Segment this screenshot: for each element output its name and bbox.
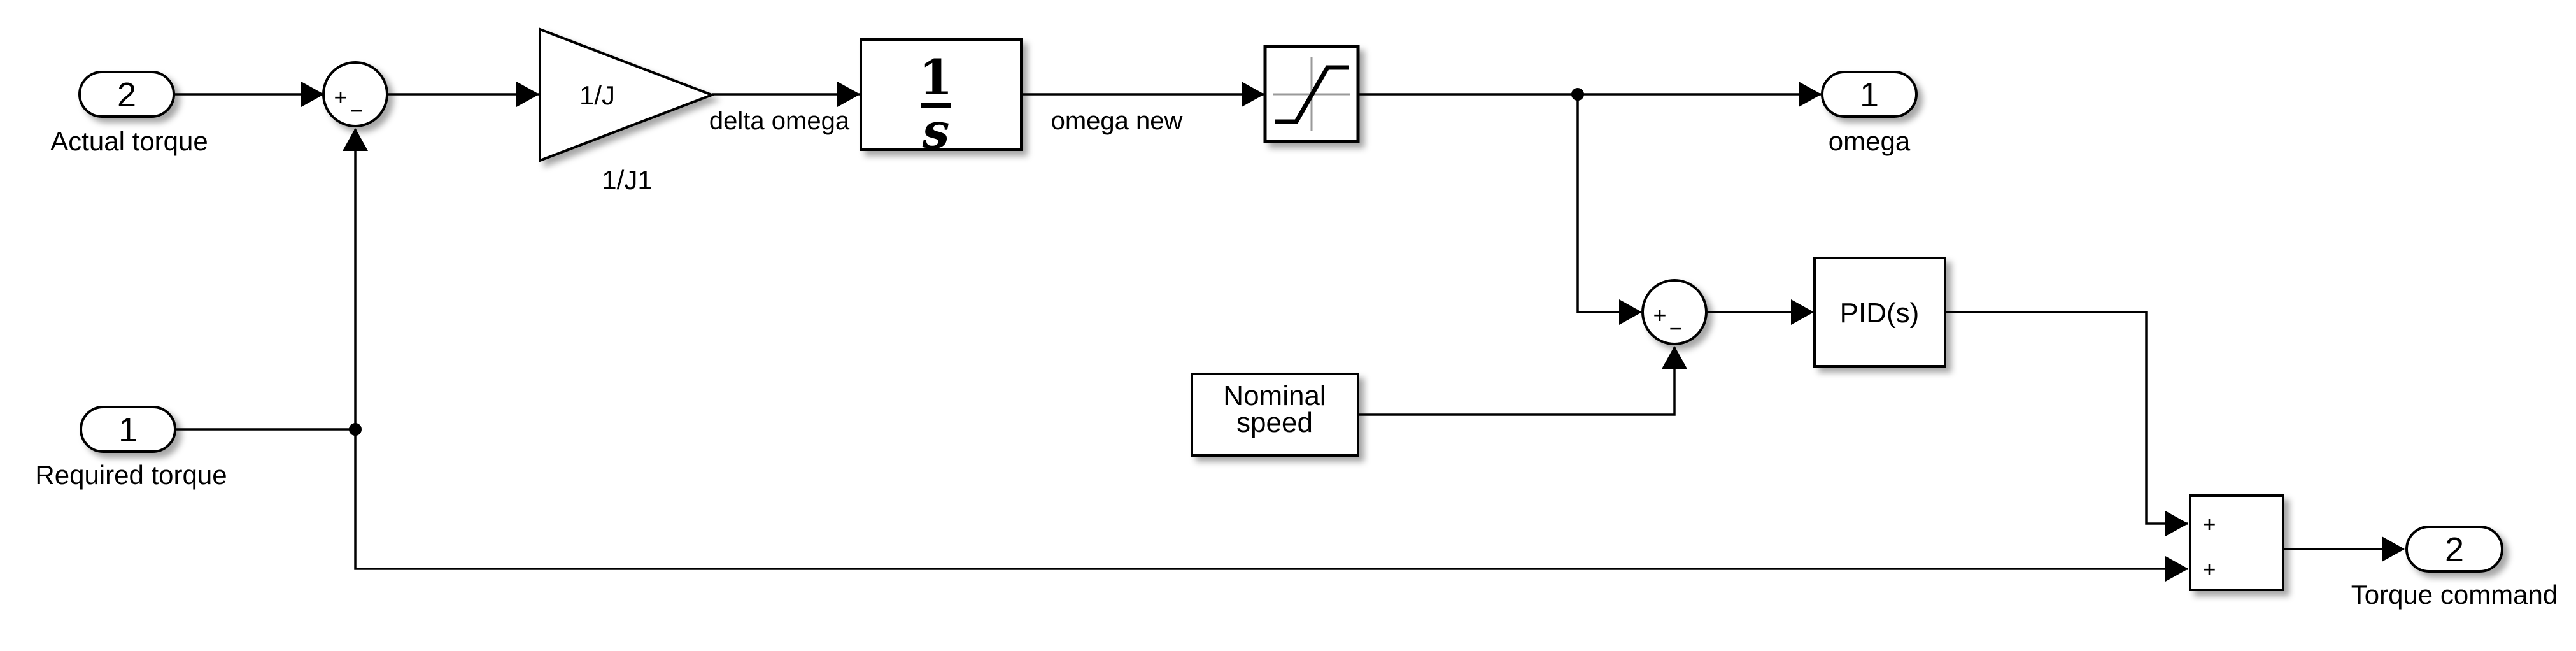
block-inport-actual-torque[interactable]: 2 Actual torque <box>50 71 208 156</box>
block-outport-omega[interactable]: 1 omega <box>1821 71 1918 156</box>
junction-dot-required-torque <box>349 423 362 436</box>
outport-omega-label: omega <box>1829 126 1911 156</box>
block-sum-torque-error[interactable]: + − <box>322 61 388 127</box>
sum-rect[interactable] <box>2189 494 2284 591</box>
integrator-numerator: 1 <box>919 49 953 106</box>
sum-torque-plus-sign: + <box>334 84 347 110</box>
inport-actual-torque-number: 2 <box>117 76 136 114</box>
integrator-denominator: s <box>922 103 950 159</box>
outport-oval[interactable] <box>1821 71 1918 118</box>
block-outport-torque-command[interactable]: 2 Torque command <box>2351 526 2558 610</box>
pid-label: PID(s) <box>1840 297 1920 329</box>
sum-command-plus-bottom: + <box>2202 556 2216 582</box>
outport-oval[interactable] <box>2405 526 2503 573</box>
inport-oval[interactable] <box>78 71 175 118</box>
nominal-speed-label-line2: speed <box>1236 407 1313 438</box>
wire-nominal-speed-to-sum <box>1358 346 1687 416</box>
inport-required-torque-label: Required torque <box>35 460 227 490</box>
sum-speed-minus-sign: − <box>1669 315 1682 341</box>
wire-pid-to-command-sum <box>1945 311 2188 536</box>
signal-label-delta-omega: delta omega <box>709 107 850 135</box>
block-sum-speed-error[interactable]: + − <box>1641 279 1708 345</box>
saturation-curve-icon <box>1273 57 1350 131</box>
sum-torque-minus-sign: − <box>350 97 363 124</box>
inport-actual-torque-label: Actual torque <box>50 126 208 156</box>
outport-torque-command-number: 2 <box>2445 531 2464 569</box>
gain-triangle[interactable] <box>539 27 716 162</box>
block-nominal-speed[interactable]: Nominal speed <box>1191 373 1359 457</box>
block-saturation[interactable] <box>1263 45 1360 143</box>
inport-required-torque-number: 1 <box>118 411 138 449</box>
gain-name-label: 1/J1 <box>602 165 652 195</box>
signal-wires <box>174 82 2405 582</box>
block-sum-torque-command[interactable]: + + <box>2189 494 2284 591</box>
sum-speed-plus-sign: + <box>1653 302 1666 328</box>
sum-command-plus-top: + <box>2202 511 2216 537</box>
nominal-speed-label-line1: Nominal <box>1223 380 1326 411</box>
outport-torque-command-label: Torque command <box>2351 580 2558 610</box>
wire-branch-to-speed-sum <box>1576 94 1642 325</box>
block-pid-controller[interactable]: PID(s) <box>1813 257 1946 368</box>
block-integrator[interactable]: 1 s <box>860 38 1023 159</box>
pid-box[interactable] <box>1813 257 1946 368</box>
outport-omega-number: 1 <box>1860 76 1879 114</box>
sum-circle[interactable] <box>322 61 388 127</box>
block-gain-inertia[interactable]: 1/J 1/J1 <box>539 27 716 195</box>
integrator-box[interactable] <box>860 38 1023 151</box>
junction-dot-omega-branch <box>1571 88 1584 101</box>
signal-label-omega-new: omega new <box>1051 107 1183 135</box>
gain-value: 1/J <box>579 80 615 110</box>
block-inport-required-torque[interactable]: 1 Required torque <box>35 406 227 490</box>
wire-junction-to-command-sum <box>354 429 2188 582</box>
sum-circle[interactable] <box>1641 279 1708 345</box>
inport-oval[interactable] <box>80 406 176 453</box>
fraction-bar <box>921 103 951 108</box>
nominal-speed-box[interactable] <box>1191 373 1359 457</box>
